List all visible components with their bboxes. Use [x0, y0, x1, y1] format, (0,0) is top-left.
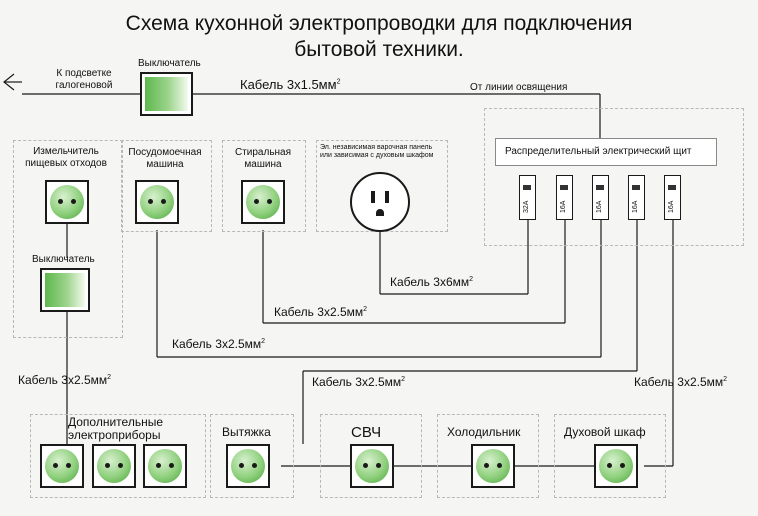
additional-socket-3[interactable] [143, 444, 187, 488]
fridge-socket[interactable] [471, 444, 515, 488]
oven-label: Духовой шкаф [564, 425, 646, 439]
washer-socket[interactable] [241, 180, 285, 224]
breaker-3[interactable]: 16A [592, 175, 609, 220]
fridge-area [437, 414, 539, 498]
top-switch-label: Выключатель [138, 58, 201, 69]
cable-hood-label: Кабель 3x2.5мм2 [312, 375, 406, 389]
cable-top-label: Кабель 3x1.5мм2 [240, 77, 341, 92]
dishwasher-socket[interactable] [135, 180, 179, 224]
oven-area [554, 414, 666, 498]
additional-socket-1[interactable] [40, 444, 84, 488]
grinder-label: Измельчитель пищевых отходов [25, 146, 107, 169]
grinder-switch-label: Выключатель [32, 254, 95, 265]
grinder-area [13, 140, 123, 338]
hood-label: Вытяжка [222, 425, 271, 439]
microwave-socket[interactable] [350, 444, 394, 488]
cable-washer-label: Кабель 3x2.5мм2 [274, 305, 368, 319]
grinder-switch[interactable] [40, 268, 90, 312]
fridge-label: Холодильник [447, 425, 521, 439]
breaker-1[interactable]: 32A [519, 175, 536, 220]
title-line-1: Схема кухонной электропроводки для подкл… [125, 12, 633, 35]
washer-area [222, 140, 306, 232]
additional-area [30, 414, 206, 498]
hob-socket[interactable] [350, 172, 410, 232]
breaker-4[interactable]: 16A [628, 175, 645, 220]
grinder-socket[interactable] [45, 180, 89, 224]
dishwasher-area [121, 140, 212, 232]
cable-oven-label: Кабель 3x2.5мм2 [634, 375, 728, 389]
hood-area [210, 414, 294, 498]
breaker-2[interactable]: 16A [556, 175, 573, 220]
distribution-panel-area [484, 108, 744, 246]
breaker-5[interactable]: 16A [664, 175, 681, 220]
cable-dishwasher-label: Кабель 3x2.5мм2 [172, 337, 266, 351]
hood-socket[interactable] [226, 444, 270, 488]
cable-grinder-label: Кабель 3x2.5мм2 [18, 373, 112, 387]
hob-label: Эл. независимая варочная панель или зави… [320, 144, 434, 160]
additional-socket-2[interactable] [92, 444, 136, 488]
additional-label: Дополнительные электроприборы [68, 415, 163, 443]
microwave-label: СВЧ [351, 424, 382, 441]
oven-socket[interactable] [594, 444, 638, 488]
top-light-switch[interactable] [140, 72, 193, 116]
dishwasher-label: Посудомоечная машина [128, 147, 202, 170]
microwave-area [320, 414, 422, 498]
title-line-2: бытовой техники. [294, 38, 464, 61]
from-lighting-label: От линии освящения [470, 82, 568, 93]
distribution-panel-box [495, 138, 717, 166]
panel-label: Распределительный электрический щит [505, 146, 692, 157]
cable-6mm-label: Кабель 3x6мм2 [390, 275, 474, 289]
washer-label: Стиральная машина [234, 147, 292, 170]
halogen-label: К подсветке галогеновой [55, 68, 113, 91]
